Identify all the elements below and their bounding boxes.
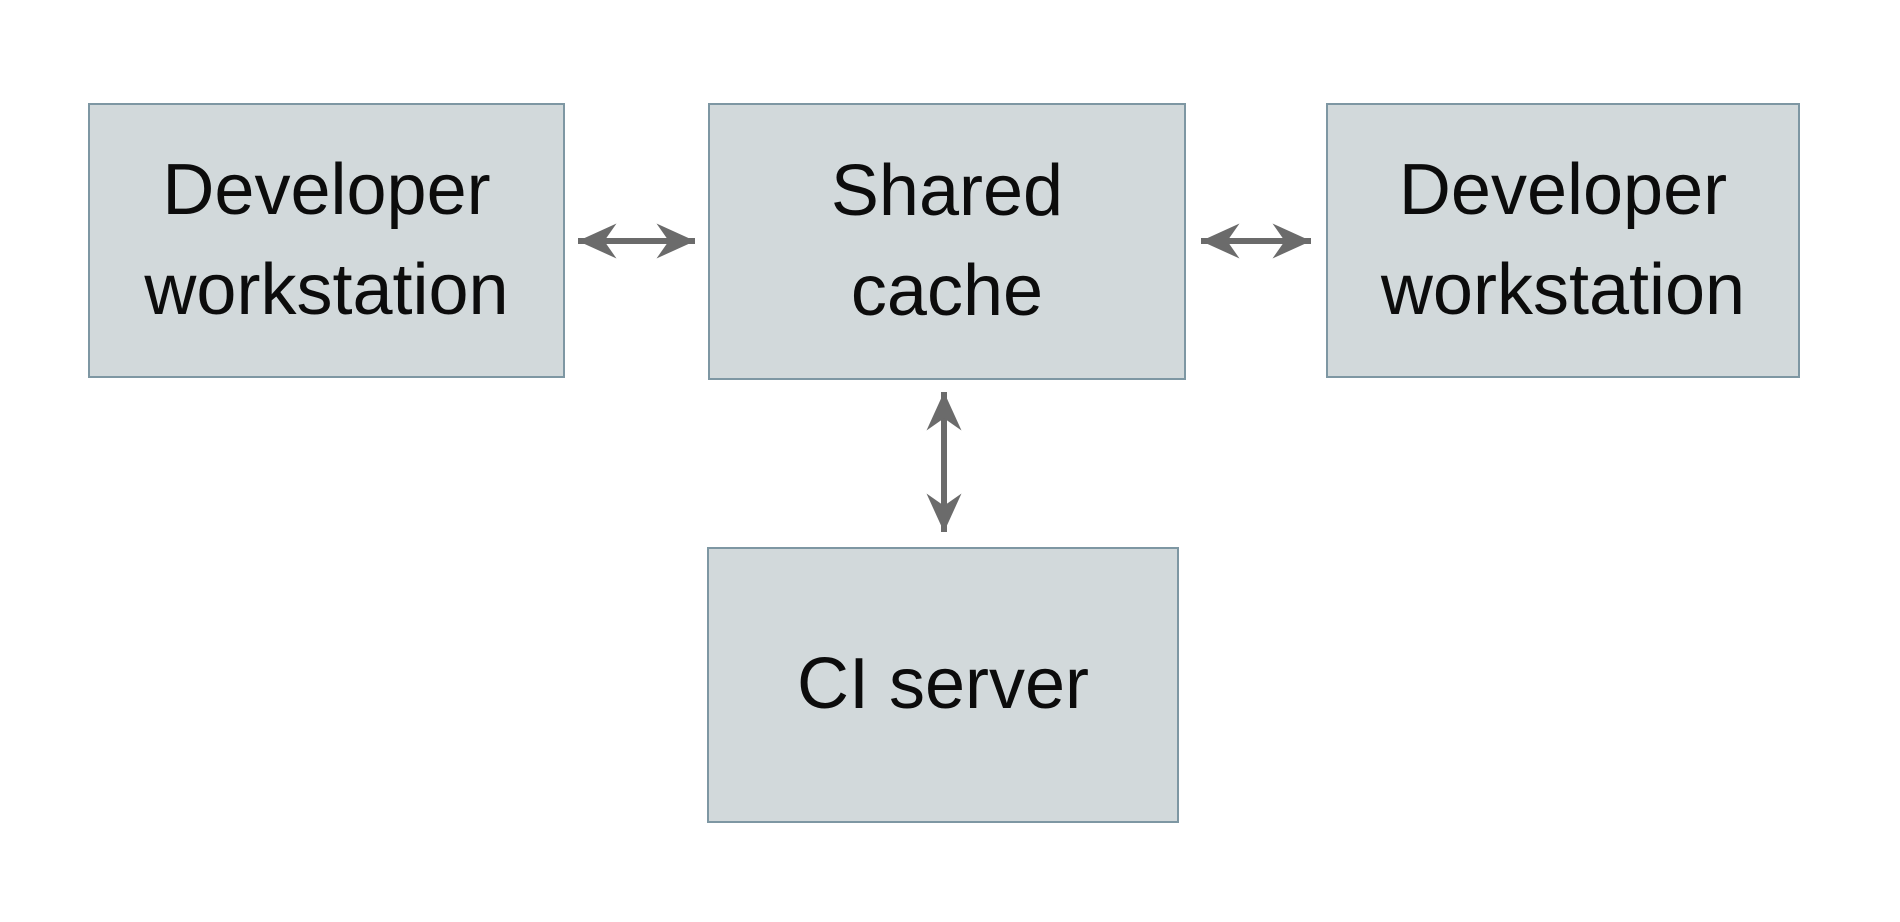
node-label-line: Developer	[1398, 150, 1728, 231]
node-label-line: workstation	[144, 249, 509, 330]
node-label-line: cache	[850, 250, 1044, 331]
node-label-line: Developer	[162, 150, 491, 231]
node-developer-workstation-right: Developer workstation	[1326, 103, 1800, 378]
node-label-line: CI server	[796, 644, 1090, 725]
node-developer-workstation-left: Developer workstation	[88, 103, 565, 378]
node-label-line: workstation	[1380, 249, 1746, 330]
node-shared-cache: Shared cache	[708, 103, 1186, 380]
node-label-line: Shared	[830, 151, 1064, 232]
node-ci-server: CI server	[707, 547, 1179, 823]
